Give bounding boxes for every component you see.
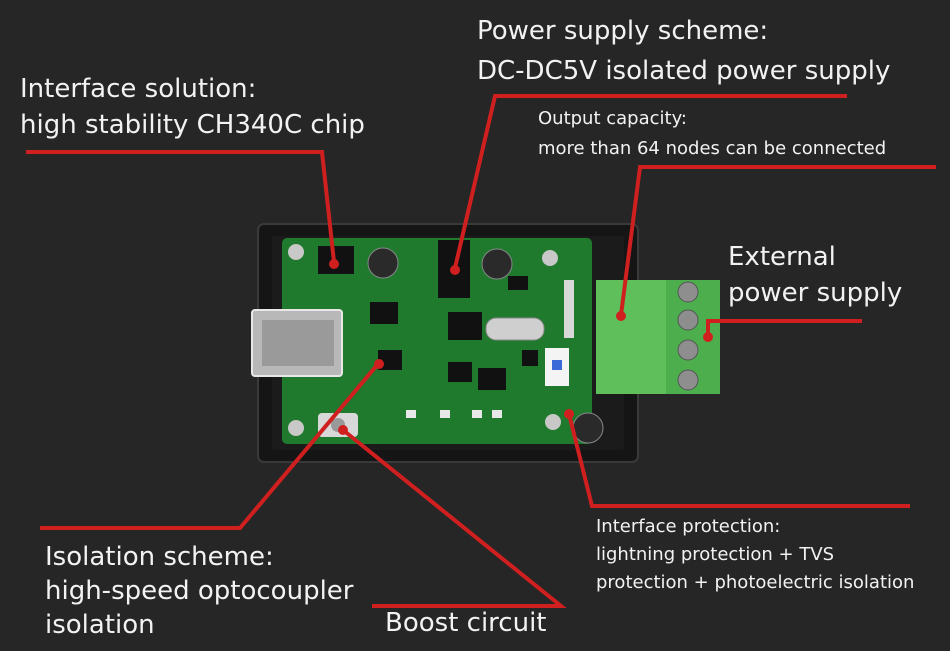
isolation-label-line3: isolation — [45, 610, 155, 640]
callout-output — [618, 165, 936, 318]
capacitor — [572, 412, 604, 444]
led — [406, 410, 416, 418]
callout-isolation — [40, 361, 381, 530]
chip — [448, 362, 472, 382]
interface-label-desc: high stability CH340C chip — [20, 110, 365, 140]
dip-switch-knob — [552, 360, 562, 370]
terminal-screw — [677, 369, 699, 391]
capacitor — [367, 247, 399, 279]
external-label-line1: External — [728, 242, 836, 272]
chip — [508, 276, 528, 290]
optocoupler — [370, 302, 398, 324]
led — [492, 410, 502, 418]
callout-dots — [329, 259, 713, 435]
led — [440, 410, 450, 418]
mount-hole — [288, 244, 304, 260]
protection-label-title: Interface protection: — [596, 516, 781, 537]
pin-header — [564, 280, 574, 338]
output-label-desc: more than 64 nodes can be connected — [538, 138, 887, 159]
callout-power — [452, 94, 847, 271]
callout-boost — [340, 427, 567, 608]
mount-hole — [542, 250, 558, 266]
external-label-line2: power supply — [728, 278, 903, 308]
mount-hole — [288, 420, 304, 436]
callout-interface — [26, 150, 337, 265]
chip — [522, 350, 538, 366]
chip — [478, 368, 506, 390]
interface-label-title: Interface solution: — [20, 74, 257, 104]
protection-label-line2: lightning protection + TVS — [596, 544, 835, 565]
terminal-screw — [677, 339, 699, 361]
callout-protection — [566, 411, 910, 508]
capacitor — [481, 248, 513, 280]
crystal — [485, 317, 545, 341]
isolation-label-line2: high-speed optocoupler — [45, 576, 354, 606]
usb-connector-inner — [262, 320, 334, 366]
protection-label-line3: protection + photoelectric isolation — [596, 572, 915, 593]
terminal-block-face — [596, 280, 666, 394]
callout-lines — [26, 94, 936, 608]
chip — [448, 312, 482, 340]
callout-external — [706, 319, 862, 336]
power-label-desc: DC-DC5V isolated power supply — [477, 56, 891, 86]
optocoupler — [378, 350, 402, 370]
power-label-title: Power supply scheme: — [477, 16, 769, 46]
mount-hole — [545, 414, 561, 430]
terminal-screw — [677, 281, 699, 303]
output-label-title: Output capacity: — [538, 108, 687, 129]
boost-label: Boost circuit — [385, 608, 547, 638]
led — [472, 410, 482, 418]
isolation-label-title: Isolation scheme: — [45, 542, 274, 572]
terminal-screw — [677, 309, 699, 331]
